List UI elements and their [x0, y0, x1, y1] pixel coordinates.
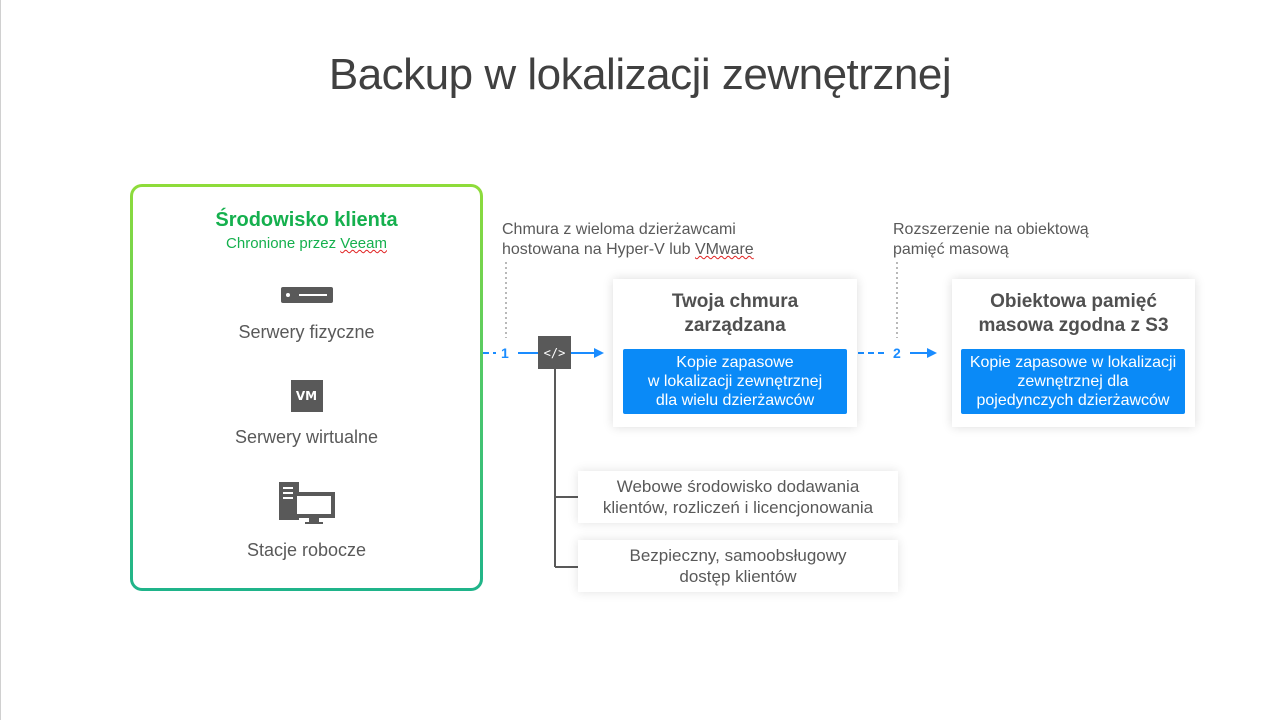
client-item-label-workstations: Stacje robocze [246, 540, 367, 560]
client-item-label-virtual: Serwery wirtualne [234, 427, 379, 447]
object-storage-card: Obiektowa pamięć masowa zgodna z S3 Kopi… [952, 279, 1195, 427]
note-object-storage-extension: Rozszerzenie na obiektową pamięć masową [893, 221, 1089, 258]
workstation-icon [278, 482, 335, 524]
managed-cloud-card: Twoja chmura zarządzana Kopie zapasowe w… [613, 279, 857, 427]
client-environment-panel: Środowisko klienta Chronione przez Veeam… [130, 184, 483, 591]
step-number-2: 2 [891, 345, 903, 361]
feature-web-portal: Webowe środowisko dodawania klientów, ro… [578, 471, 898, 523]
note-multitenant-cloud: Chmura z wieloma dzierżawcami hostowana … [502, 221, 754, 258]
step-number-1: 1 [499, 345, 511, 361]
page-title: Backup w lokalizacji zewnętrznej [328, 50, 952, 99]
feature-self-service-access: Bezpieczny, samoobsługowy dostęp klientó… [578, 540, 898, 592]
object-storage-backup-box: Kopie zapasowe w lokalizacji zewnętrznej… [961, 349, 1185, 414]
vm-icon: VM [290, 380, 323, 412]
code-icon: </> [538, 336, 571, 369]
server-icon [280, 287, 333, 303]
object-storage-title: Obiektowa pamięć masowa zgodna z S3 [978, 291, 1169, 336]
left-edge-rule [0, 0, 1, 720]
client-panel-title: Środowisko klienta [215, 209, 398, 231]
managed-cloud-backup-box: Kopie zapasowe w lokalizacji zewnętrznej… [623, 349, 847, 414]
client-item-label-physical: Serwery fizyczne [238, 322, 375, 342]
managed-cloud-title: Twoja chmura zarządzana [671, 291, 799, 336]
client-panel-subtitle: Chronione przez Veeam [226, 235, 387, 252]
